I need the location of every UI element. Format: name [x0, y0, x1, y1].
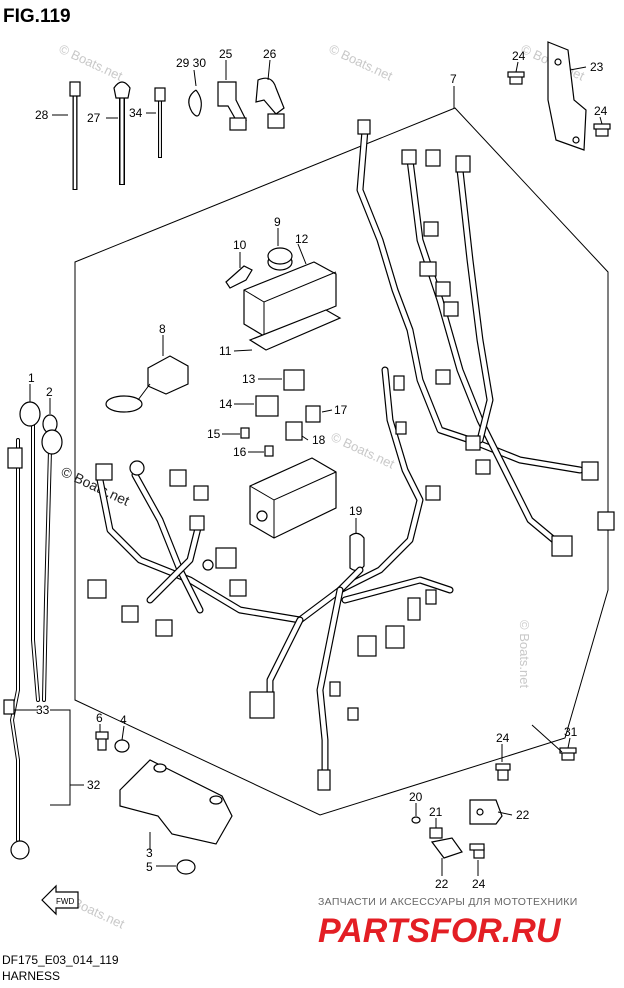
- relay-13: [283, 369, 305, 391]
- callout-24-d: 24: [472, 877, 486, 891]
- junction-box: [249, 457, 337, 539]
- callout-18: 18: [312, 433, 326, 447]
- bolt-24-bottom: [469, 843, 485, 859]
- callout-7: 7: [450, 72, 457, 86]
- callout-23: 23: [590, 60, 604, 74]
- cable-tie-34: [154, 87, 166, 158]
- fuse-16: [264, 445, 274, 457]
- callouts: 1 2 3 4 5 6 7 8 9 10 11 12 13 14 15 16 1…: [28, 47, 608, 891]
- callout-26: 26: [263, 47, 277, 61]
- callout-25: 25: [219, 47, 233, 61]
- callout-14: 14: [219, 397, 233, 411]
- callout-16: 16: [233, 445, 247, 459]
- bolt-24-mid: [495, 763, 511, 781]
- callout-5: 5: [146, 860, 153, 874]
- callout-29-30: 29 30: [176, 56, 206, 70]
- fwd-arrow: FWD: [41, 884, 79, 916]
- watermark: © Boats.net: [329, 429, 397, 472]
- callout-21: 21: [429, 805, 443, 819]
- callout-11: 11: [219, 344, 232, 358]
- bracket-line-32-33: [50, 709, 71, 806]
- callout-15: 15: [207, 427, 221, 441]
- callout-17: 17: [334, 403, 348, 417]
- callout-1: 1: [28, 371, 35, 385]
- clip-29-30: [188, 89, 202, 117]
- grommet-5: [176, 859, 196, 875]
- nut-21: [429, 827, 443, 839]
- harness-boundary: [74, 107, 609, 816]
- grommet-9: [267, 247, 293, 271]
- footer-section-name: HARNESS: [2, 969, 60, 983]
- fuse-18: [285, 421, 303, 441]
- bracket-22-lower: [430, 837, 463, 859]
- watermark: © Boats.net: [327, 41, 395, 84]
- callout-32: 32: [87, 778, 101, 792]
- callout-22-a: 22: [516, 808, 530, 822]
- callout-9: 9: [274, 215, 281, 229]
- callout-28: 28: [35, 108, 49, 122]
- fuse-17: [305, 405, 321, 423]
- watermark: © Boats.net: [517, 620, 532, 689]
- callout-24-c: 24: [496, 731, 510, 745]
- bracket-22-upper: [469, 799, 503, 825]
- bolt-24-top: [507, 71, 525, 85]
- harness-connectors: [87, 119, 615, 791]
- callout-6: 6: [96, 711, 103, 725]
- callout-24-a: 24: [512, 49, 526, 63]
- bolt-24-right: [593, 123, 611, 137]
- callout-22-b: 22: [435, 877, 449, 891]
- relay-box-12: [243, 261, 337, 337]
- branding-subtitle: ЗАПЧАСТИ И АКСЕССУАРЫ ДЛЯ МОТОТЕХНИКИ: [318, 896, 578, 908]
- callout-24-b: 24: [594, 104, 608, 118]
- main-harness-7: [96, 126, 584, 774]
- callout-20: 20: [409, 790, 423, 804]
- gasket-11: [248, 309, 342, 351]
- callout-3: 3: [146, 846, 153, 860]
- partsfor-branding: ЗАПЧАСТИ И АКСЕССУАРЫ ДЛЯ МОТОТЕХНИКИ PA…: [318, 896, 578, 950]
- callout-8: 8: [159, 322, 166, 336]
- callout-12: 12: [295, 232, 309, 246]
- clamp-25: [217, 81, 247, 131]
- callout-4: 4: [120, 713, 127, 727]
- callout-34: 34: [129, 106, 143, 120]
- footer-model-code: DF175_E03_014_119: [2, 953, 119, 967]
- fwd-label: FWD: [56, 897, 74, 906]
- callout-2: 2: [46, 385, 53, 399]
- figure-title: FIG.119: [3, 6, 71, 27]
- fuse-15: [240, 427, 250, 439]
- watermark: © Boats.net: [57, 41, 125, 84]
- screw-6: [95, 731, 109, 751]
- bolt-31: [559, 747, 577, 761]
- bracket-23: [547, 41, 587, 151]
- bracket-3: [119, 759, 233, 845]
- clamp-26: [255, 77, 285, 129]
- battery-cables: [3, 401, 63, 860]
- branding-logo: PARTSFOR.RU: [318, 912, 562, 950]
- grommet-19: [349, 532, 365, 572]
- washer-20: [411, 816, 421, 824]
- callout-33: 33: [36, 703, 50, 717]
- relay-8: [105, 355, 189, 413]
- cover-10: [225, 265, 253, 289]
- callout-31: 31: [564, 725, 578, 739]
- callout-13: 13: [242, 372, 256, 386]
- washer-4: [114, 739, 130, 753]
- cable-tie-27: [113, 81, 131, 185]
- callout-19: 19: [349, 504, 363, 518]
- relay-14: [255, 395, 279, 417]
- callout-27: 27: [87, 111, 101, 125]
- callout-10: 10: [233, 238, 247, 252]
- cable-tie-28: [69, 81, 81, 190]
- leader-lines: [29, 59, 603, 876]
